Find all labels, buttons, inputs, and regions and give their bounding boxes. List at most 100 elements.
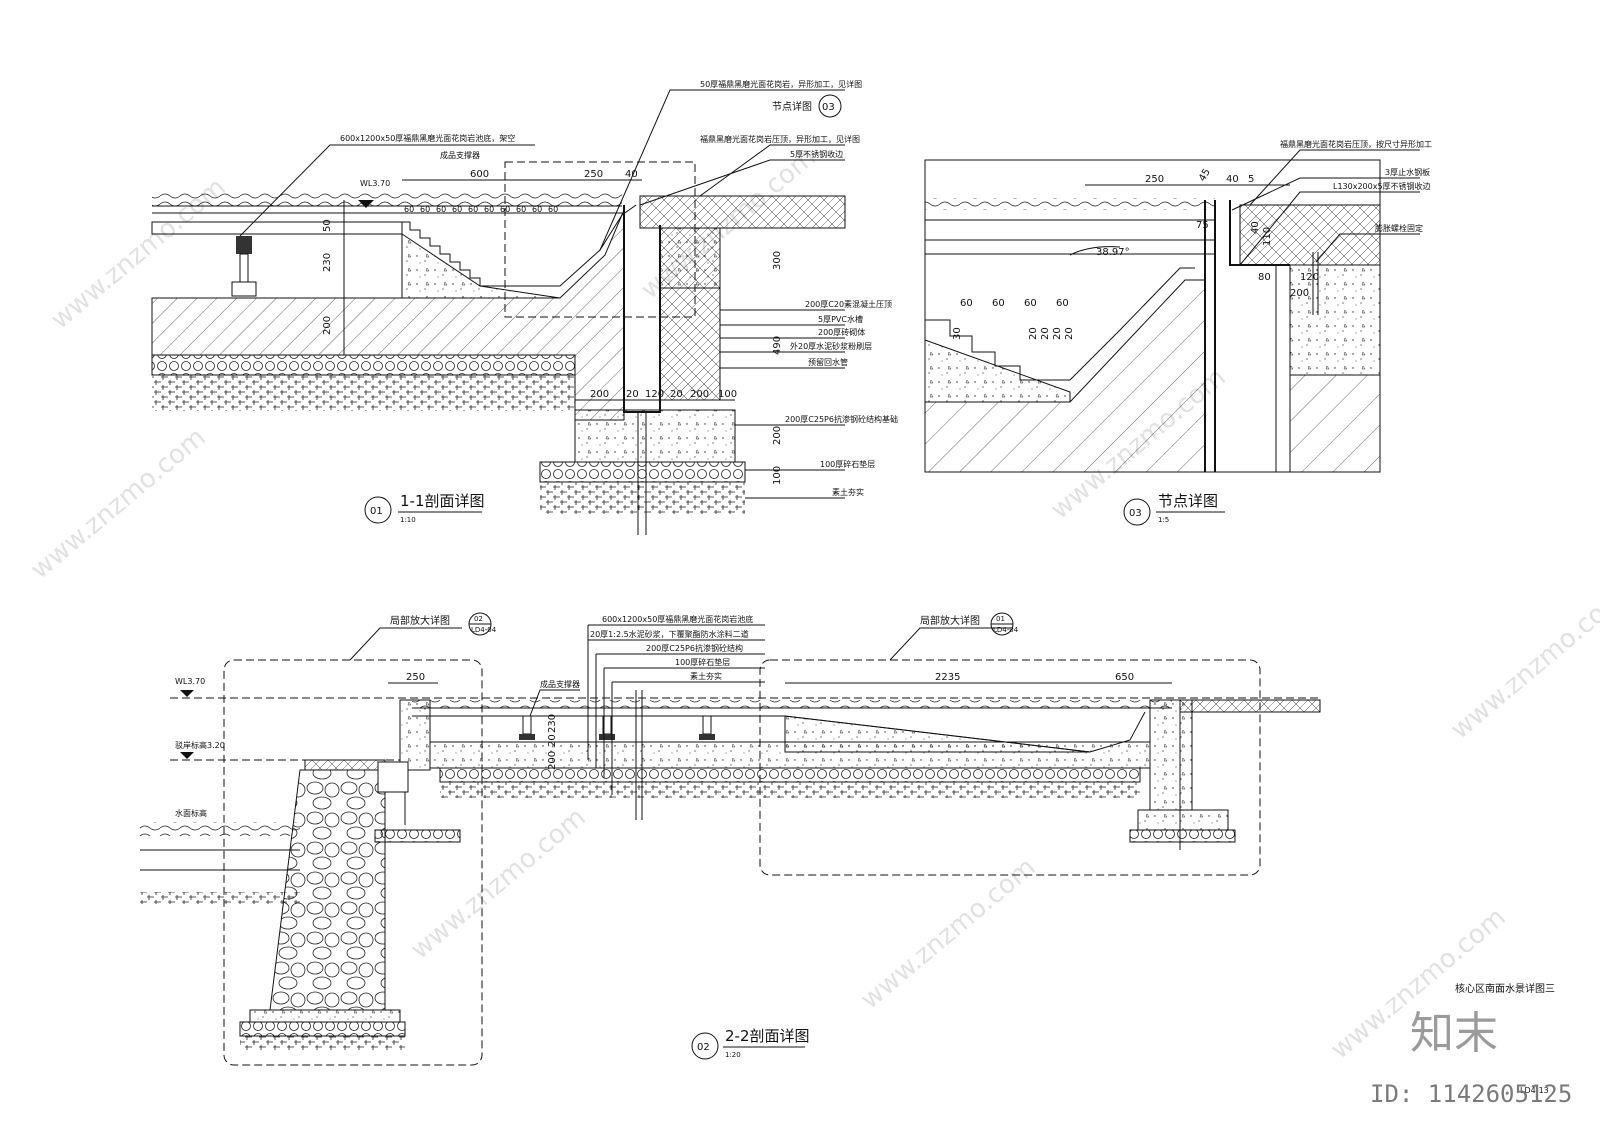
- svg-text:75: 75: [1196, 220, 1209, 231]
- svg-text:60: 60: [548, 205, 558, 214]
- note: 600x1200x50厚福鼎黑磨光面花岗岩池底: [602, 614, 753, 624]
- note: 福鼎黑磨光面花岗岩压顶，按尺寸异形加工: [1280, 139, 1432, 149]
- svg-text:200: 200: [590, 389, 609, 400]
- sheet-title: 核心区南面水景详图三: [1455, 982, 1555, 995]
- svg-text:60: 60: [404, 205, 414, 214]
- svg-text:20: 20: [1064, 327, 1075, 340]
- detail-num: 01: [370, 506, 383, 517]
- svg-text:100: 100: [718, 389, 737, 400]
- watermark: www.znzmo.com: [25, 422, 211, 585]
- note: 20厚1:2.5水泥砂浆，下覆聚酯防水涂料二道: [590, 629, 749, 639]
- note: 素土夯实: [832, 487, 864, 497]
- stone-wall: [269, 769, 386, 1011]
- water-surface: [152, 192, 622, 206]
- dim: 40: [625, 169, 638, 180]
- watermark: www.znzmo.com: [405, 802, 591, 965]
- enlarge-label: 局部放大详图: [390, 614, 450, 627]
- svg-text:60: 60: [516, 205, 526, 214]
- svg-text:60: 60: [468, 205, 478, 214]
- note: 5厚不锈钢收边: [790, 149, 843, 159]
- coping-stone: [639, 195, 846, 229]
- svg-text:20: 20: [1040, 327, 1051, 340]
- dim-group: 250 2235 650 200 20 230: [388, 672, 1172, 770]
- svg-text:20: 20: [670, 389, 683, 400]
- svg-text:20: 20: [626, 389, 639, 400]
- enlarge-box-left: [223, 659, 483, 1066]
- sheet-number: LD4-13: [1520, 1086, 1549, 1095]
- level-mark: WL3.70: [175, 677, 205, 686]
- support-label: 成品支撑器: [540, 679, 580, 689]
- note: 100厚碎石垫层: [820, 459, 875, 469]
- svg-text:230: 230: [322, 253, 333, 272]
- note: L130x200x5厚不锈钢收边: [1333, 181, 1431, 191]
- dim-bottom: 200 20 120 20 200 100: [575, 389, 737, 401]
- id-label: ID: 1142605125: [1370, 1080, 1572, 1108]
- svg-text:200: 200: [547, 751, 558, 770]
- watermark: www.znzmo.com: [1445, 582, 1600, 745]
- svg-text:250: 250: [406, 672, 425, 683]
- svg-text:650: 650: [1115, 672, 1134, 683]
- callout-label: 节点详图: [772, 100, 812, 113]
- svg-text:60: 60: [1024, 298, 1037, 309]
- enlarge-ref: LD4-04: [993, 626, 1019, 634]
- svg-text:60: 60: [1056, 298, 1069, 309]
- svg-text:110: 110: [1262, 227, 1273, 246]
- level-mark: 水面标高: [175, 808, 207, 818]
- level-mark: 驳岸标高3.20: [175, 740, 225, 750]
- svg-text:230: 230: [547, 714, 558, 733]
- dim-group: 250 45 40 5 75 40 110 80 120 200 60 60 6…: [952, 167, 1319, 340]
- note: 5厚PVC水槽: [818, 314, 863, 324]
- note-leaders: [239, 89, 845, 499]
- enlarge-label: 局部放大详图: [920, 614, 980, 627]
- detail-num: 03: [1129, 508, 1142, 519]
- level-mark: WL3.70: [360, 179, 390, 188]
- note-leaders: [1231, 149, 1420, 266]
- svg-text:40: 40: [1226, 174, 1239, 185]
- detail-02-section: WL3.70 驳岸标高3.20 水面标高: [140, 612, 1321, 1066]
- svg-text:40: 40: [1250, 221, 1261, 234]
- svg-text:100: 100: [772, 466, 783, 485]
- svg-text:200: 200: [1290, 288, 1309, 299]
- svg-text:120: 120: [645, 389, 664, 400]
- svg-text:80: 80: [1258, 272, 1271, 283]
- svg-text:60: 60: [420, 205, 430, 214]
- dim: 600: [470, 169, 489, 180]
- note: 外20厚水泥砂浆粉刷层: [790, 341, 872, 351]
- svg-text:200: 200: [772, 426, 783, 445]
- note-leaders: [529, 624, 765, 795]
- note: 200厚C20素混凝土压顶: [805, 299, 892, 309]
- svg-text:60: 60: [532, 205, 542, 214]
- svg-text:60: 60: [484, 205, 494, 214]
- callout-bubble: [818, 94, 842, 118]
- detail-num: 02: [697, 1042, 710, 1053]
- dim: 250: [584, 169, 603, 180]
- note: 200厚C25P6抗渗钢砼结构基础: [785, 414, 898, 424]
- svg-text:20: 20: [1028, 327, 1039, 340]
- pedestal-support: [519, 715, 715, 740]
- detail-scale: 1:10: [400, 516, 416, 524]
- svg-text:120: 120: [1300, 272, 1319, 283]
- svg-text:60: 60: [452, 205, 462, 214]
- note: 素土夯实: [690, 671, 722, 681]
- note: 福鼎黑磨光面花岗岩压顶，异形加工，见详图: [700, 134, 860, 144]
- watermark: www.znzmo.com: [855, 852, 1041, 1015]
- angle-label: 38.97°: [1096, 247, 1130, 258]
- svg-text:2235: 2235: [935, 672, 960, 683]
- dim-step-row: 60 60 60 60 60 60 60 60 60 60: [404, 205, 558, 214]
- note: 预留回水管: [808, 357, 848, 367]
- detail-scale: 1:20: [725, 1051, 741, 1059]
- dim-side: 50 230 200 300 490 200 100: [322, 200, 783, 485]
- svg-text:490: 490: [772, 336, 783, 355]
- stepped-slope: [402, 204, 637, 287]
- note: 50厚福鼎黑磨光面花岗岩，异形加工，见详图: [700, 79, 862, 89]
- enlarge-num: 01: [996, 615, 1005, 623]
- svg-text:30: 30: [952, 327, 963, 340]
- svg-text:60: 60: [960, 298, 973, 309]
- detail-title: 2-2剖面详图: [725, 1027, 810, 1045]
- title-bubble: [364, 496, 392, 524]
- title-bubble: [691, 1032, 719, 1060]
- note: 膨胀螺栓固定: [1375, 223, 1423, 233]
- svg-text:200: 200: [690, 389, 709, 400]
- note: 200厚C25P6抗渗钢砼结构: [646, 643, 743, 653]
- svg-text:60: 60: [992, 298, 1005, 309]
